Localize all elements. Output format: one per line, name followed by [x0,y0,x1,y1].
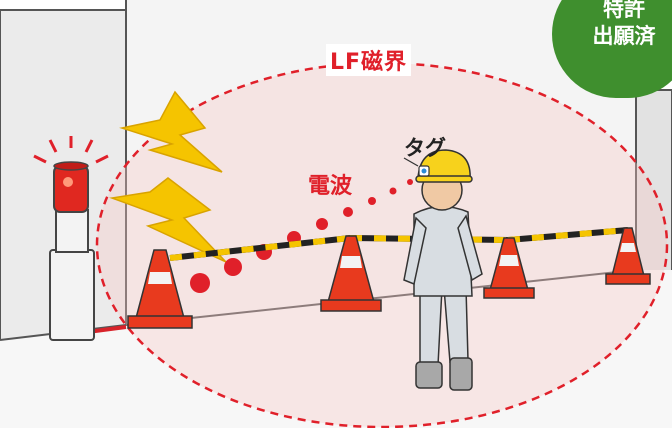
lightning-bolt-icon [109,177,227,263]
radio-wave-label: 電波 [308,174,353,199]
lightning-bolt-icon [119,90,223,173]
traffic-cone [483,237,535,299]
warning-light-icon [33,136,109,341]
traffic-cone [320,235,382,312]
badge-line-2: 出願済 [592,24,656,48]
badge-line-1: 特許 [603,0,645,21]
worker-figure [403,149,483,391]
traffic-cone [605,227,651,285]
patent-pending-text: 特許 出願済 [574,0,672,50]
traffic-cone [127,249,193,329]
tag-label: タグ [404,136,446,160]
floor [0,270,672,428]
lf-magnetic-field-label: LF磁界 [326,44,412,76]
